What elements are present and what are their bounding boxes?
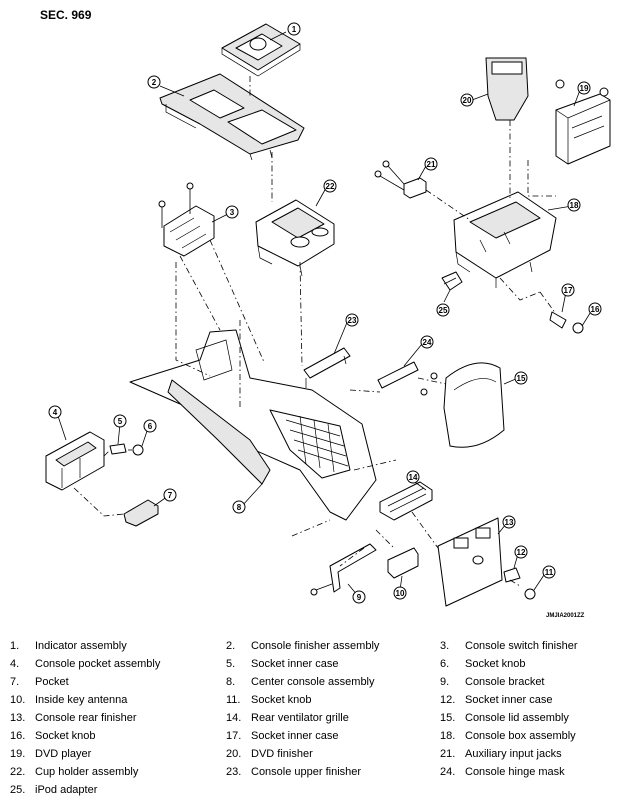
part-console-upper-finisher [303,347,351,388]
svg-text:8: 8 [237,503,242,512]
part-pocket [123,499,159,527]
callout-2: 2 [147,75,161,89]
callout-11: 11 [542,565,556,579]
callout-23: 23 [345,313,359,327]
svg-text:18: 18 [570,201,579,210]
part-ipod-adapter [441,271,463,291]
part-socket-knob-6 [132,444,144,456]
callout-15: 15 [514,371,528,385]
svg-text:6: 6 [148,422,153,431]
callout-12: 12 [514,545,528,559]
svg-text:7: 7 [168,491,173,500]
callout-16: 16 [588,302,602,316]
callout-21: 21 [424,157,438,171]
svg-text:20: 20 [463,96,472,105]
callout-18: 18 [567,198,581,212]
svg-text:16: 16 [591,305,600,314]
svg-text:12: 12 [517,548,526,557]
callout-19: 19 [577,81,591,95]
callout-7: 7 [163,488,177,502]
part-indicator-assembly [221,23,301,77]
callout-14: 14 [406,470,420,484]
svg-text:25: 25 [439,306,448,315]
svg-text:15: 15 [517,374,526,383]
svg-text:11: 11 [545,568,554,577]
callout-24: 24 [420,335,434,349]
svg-text:13: 13 [505,518,514,527]
figure-code: JMJIA2001ZZ [546,613,585,619]
part-socket-knob-16 [572,322,584,334]
callout-1: 1 [287,22,301,36]
svg-text:2: 2 [152,78,157,87]
svg-text:22: 22 [326,182,335,191]
svg-text:9: 9 [357,593,362,602]
callout-4: 4 [48,405,62,419]
part-socket-inner-case-17 [539,291,567,329]
part-console-box-assembly [453,191,557,288]
part-dvd-player [555,79,611,165]
svg-text:4: 4 [53,408,58,417]
svg-text:14: 14 [409,473,418,482]
callout-13: 13 [502,515,516,529]
part-center-console-assembly [129,329,377,521]
part-console-bracket [310,543,377,596]
callout-6: 6 [143,419,157,433]
part-console-finisher-assembly [159,73,305,161]
part-console-pocket-assembly [45,431,105,491]
part-cup-holder-assembly [255,199,335,277]
callout-25: 25 [436,303,450,317]
callout-3: 3 [225,205,239,219]
part-dvd-finisher [485,57,529,121]
svg-text:24: 24 [423,338,432,347]
callout-9: 9 [352,590,366,604]
parts-legend: 1.Indicator assembly 2.Console finisher … [10,640,578,796]
callout-8: 8 [232,500,246,514]
svg-text:19: 19 [580,84,589,93]
callout-20: 20 [460,93,474,107]
callout-5: 5 [113,414,127,428]
part-socket-inner-case-12 [503,567,521,583]
part-inside-key-antenna [387,547,419,579]
svg-text:17: 17 [564,286,573,295]
section-heading: SEC. 969 [40,8,92,22]
part-socket-knob-11 [524,588,536,600]
svg-text:10: 10 [396,589,405,598]
callout-10: 10 [393,586,407,600]
svg-text:5: 5 [118,417,123,426]
part-rear-ventilator-grille [379,481,433,521]
part-socket-inner-case-5 [109,443,127,455]
exploded-parts-diagram: 1 2 3 4 5 6 7 8 9 10 11 12 13 14 15 16 1… [45,22,611,607]
svg-text:21: 21 [427,160,436,169]
part-console-rear-finisher [437,517,503,607]
svg-text:3: 3 [230,208,235,217]
part-console-switch-finisher [158,182,215,257]
part-console-hinge-mask [377,361,419,389]
callout-17: 17 [561,283,575,297]
part-console-lid-assembly [420,362,505,448]
callout-22: 22 [323,179,337,193]
svg-text:1: 1 [292,25,297,34]
part-auxiliary-input-jacks [374,160,427,199]
svg-text:23: 23 [348,316,357,325]
